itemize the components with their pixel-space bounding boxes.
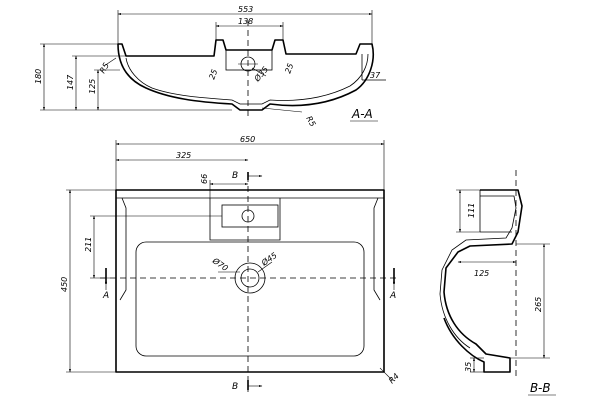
dim-aa-tap-offset-left: 25: [207, 68, 219, 81]
dim-bb-bowl-offset: 125: [474, 269, 489, 278]
dim-aa-fillet-small: R5: [98, 61, 111, 75]
plan-section-mark-b-top: B: [232, 171, 238, 181]
dim-aa-rim-right: 37: [370, 71, 381, 80]
dim-aa-height-bowl: 125: [88, 79, 97, 94]
section-aa-tap-block: [225, 49, 273, 71]
dim-plan-corner-radius: R4: [387, 372, 401, 386]
dim-plan-drain-outer: Ø70: [210, 255, 230, 273]
dim-plan-tap-to-drain: 211: [84, 237, 93, 252]
plan-view: 650 325 66 211 450 Ø70 Ø45 B B A: [60, 135, 401, 392]
dim-bb-rim-height: 111: [467, 203, 476, 218]
dim-aa-height-mid: 147: [66, 74, 75, 90]
section-bb-inner: [439, 195, 517, 349]
dim-plan-width: 650: [240, 135, 255, 144]
dim-plan-half-width: 325: [176, 151, 191, 160]
section-bb-label: B-B: [530, 381, 551, 395]
plan-outline: [115, 189, 385, 373]
section-bb-view: 111 125 265 35 B-B: [439, 170, 556, 396]
dim-bb-base-height: 35: [464, 362, 473, 372]
section-aa-inner: [125, 53, 369, 105]
dim-plan-tap-offset: 66: [200, 174, 209, 184]
dim-aa-outlet-spacing: 138: [238, 17, 253, 26]
plan-section-mark-b-bottom: B: [232, 382, 238, 392]
dim-plan-depth: 450: [60, 277, 69, 292]
dim-aa-height-total: 180: [34, 69, 43, 84]
dim-aa-width: 553: [238, 5, 253, 14]
plan-tap-deck: [209, 198, 281, 241]
plan-section-mark-a-left: A: [102, 291, 109, 301]
plan-bowl: [135, 241, 365, 357]
plan-section-mark-a-right: A: [389, 291, 396, 301]
section-aa-label: A-A: [351, 107, 373, 121]
section-aa-view: 553 138 180 147 125 R5 25 25 Ø35 37 R5 A…: [34, 5, 386, 128]
dim-plan-drain-inner: Ø45: [259, 250, 279, 268]
dim-aa-tap-offset-right: 25: [283, 62, 295, 75]
dim-aa-bottom-radius: R5: [304, 115, 317, 129]
dim-bb-bowl-depth: 265: [534, 297, 543, 312]
section-aa-outline: [117, 39, 374, 111]
section-bb-outline: [443, 189, 523, 373]
